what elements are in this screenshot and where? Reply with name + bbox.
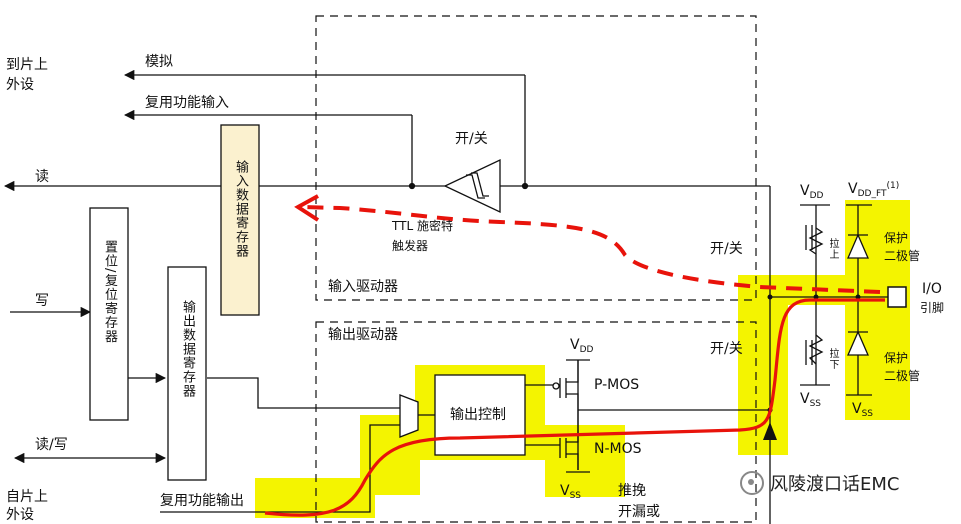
pull-up-label: 拉上 [827,238,838,260]
io-label: I/O [922,281,942,297]
read-write-label: 读/写 [35,437,68,453]
pmos-transistor [552,359,590,410]
vdd-label: VDD [800,183,824,201]
output-control-block [434,374,526,456]
output-driver-box [315,321,757,523]
output-current-path [264,298,885,517]
pull-up-resistor [800,204,830,255]
read-label: 读 [35,169,49,185]
output-switch-label: 开/关 [710,341,743,357]
protect-top-label-2: 二极管 [884,249,921,263]
pull-down-label: 拉下 [827,348,838,370]
write-label: 写 [35,293,49,309]
io-pin [887,286,907,308]
input-driver-title: 输入驱动器 [328,279,398,295]
schmitt-label-1: TTL 施密特 [392,219,453,233]
push-pull-label: 推挽 [618,483,646,499]
pmos-vdd-label: VDD [570,337,594,355]
to-peripheral-label-1: 到片上 [6,57,48,73]
from-peripheral-label-2: 外设 [6,507,34,523]
to-peripheral-label-2: 外设 [6,77,34,93]
input-driver-box [315,15,757,301]
output-driver-title: 输出驱动器 [328,327,398,343]
watermark: 风陵渡口话EMC [740,470,899,496]
output-control-label: 输出控制 [450,407,506,423]
protect-bottom-label-2: 二极管 [884,369,921,383]
nmos-label: N-MOS [594,441,642,457]
from-peripheral-label-1: 自片上 [6,489,48,505]
output-data-register-label: 输出数据寄存器 [180,300,195,398]
input-path-arrowhead [294,194,320,222]
signal-wires [3,69,888,524]
pmos-label: P-MOS [594,377,640,393]
input-current-path [299,205,881,294]
output-mux [399,394,419,438]
input-data-register-label: 输入数据寄存器 [233,160,248,258]
watermark-text: 风陵渡口话EMC [770,474,900,495]
analog-label: 模拟 [145,54,173,70]
bit-set-reset-register-label: 置位/复位寄存器 [102,240,117,344]
input-data-register [220,124,260,316]
vss-right-label: VSS [852,401,874,419]
wechat-icon [740,471,764,495]
io-pin-label: 引脚 [920,301,945,315]
protect-bottom-label-1: 保护 [884,351,909,365]
vss-label: VSS [800,391,822,409]
alt-input-label: 复用功能输入 [145,95,229,111]
vdd-ft-label: VDD_FT(1) [848,181,900,199]
nmos-transistor [559,410,590,473]
protection-diode-bottom [846,330,872,396]
alt-output-label: 复用功能输出 [160,493,244,509]
protect-top-label-1: 保护 [884,231,909,245]
open-drain-label: 开漏或 [618,504,660,520]
input-switch-label: 开/关 [710,241,743,257]
output-switch-arrow [763,422,777,440]
schmitt-trigger [408,158,529,214]
bit-set-reset-register [89,207,129,421]
nmos-vss-label: VSS [560,483,582,501]
schmitt-switch-label: 开/关 [455,131,488,147]
output-data-register [167,266,207,481]
protection-diode-top [846,204,872,259]
pull-down-resistor [800,334,830,386]
schmitt-label-2: 触发器 [392,239,429,253]
